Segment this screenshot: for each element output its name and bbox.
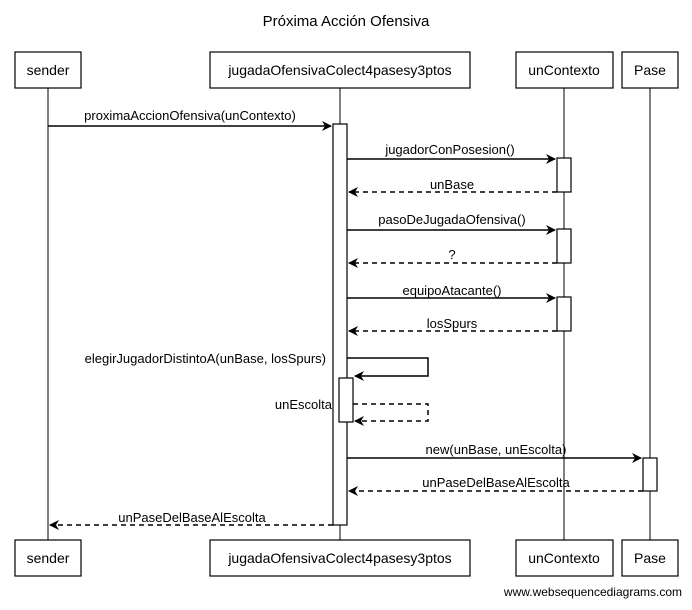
return-label-unbase: unBase — [430, 177, 474, 192]
participant-box-jugada-top — [209, 51, 471, 89]
participant-box-jugada-bottom — [209, 539, 471, 577]
diagram-title: Próxima Acción Ofensiva — [263, 13, 430, 30]
participant-box-sender-top — [14, 51, 82, 89]
participant-label-pase-top: Pase — [634, 62, 666, 78]
message-label-proxima-accion: proximaAccionOfensiva(unContexto) — [84, 108, 296, 123]
activation-jugada — [332, 123, 348, 526]
participant-label-contexto-bottom: unContexto — [528, 550, 600, 566]
self-return-label-unescolta: unEscolta — [275, 397, 333, 412]
return-label-to-sender: unPaseDelBaseAlEscolta — [118, 510, 266, 525]
activation-jugada-nested — [338, 377, 354, 423]
participant-label-jugada-bottom: jugadaOfensivaColect4pasesy3ptos — [227, 550, 451, 566]
message-label-new-pase: new(unBase, unEscolta) — [426, 442, 567, 457]
participant-label-pase-bottom: Pase — [634, 550, 666, 566]
watermark-text: www.websequencediagrams.com — [503, 585, 682, 599]
return-label-unknown: ? — [448, 247, 455, 262]
participant-label-contexto-top: unContexto — [528, 62, 600, 78]
participant-box-contexto-bottom — [515, 539, 614, 577]
return-label-pase-created: unPaseDelBaseAlEscolta — [422, 475, 570, 490]
participant-label-sender-bottom: sender — [27, 550, 70, 566]
activation-contexto-2 — [556, 228, 572, 264]
participant-label-sender-top: sender — [27, 62, 70, 78]
activation-pase — [642, 457, 658, 492]
participant-box-pase-top — [621, 51, 679, 89]
message-label-equipo-atacante: equipoAtacante() — [402, 283, 501, 298]
return-label-losspurs: losSpurs — [427, 316, 478, 331]
participant-box-sender-bottom — [14, 539, 82, 577]
message-label-paso-de-jugada: pasoDeJugadaOfensiva() — [378, 212, 525, 227]
self-call-label-elegir-jugador: elegirJugadorDistintoA(unBase, losSpurs) — [85, 351, 326, 366]
activation-contexto-1 — [556, 157, 572, 193]
participant-label-jugada-top: jugadaOfensivaColect4pasesy3ptos — [227, 62, 451, 78]
activation-contexto-3 — [556, 296, 572, 332]
self-call-arrow-elegir-jugador — [347, 357, 429, 381]
message-label-jugador-con-posesion: jugadorConPosesion() — [384, 142, 514, 157]
participant-box-contexto-top — [515, 51, 614, 89]
participant-box-pase-bottom — [621, 539, 679, 577]
self-return-arrow-unescolta — [353, 403, 429, 426]
